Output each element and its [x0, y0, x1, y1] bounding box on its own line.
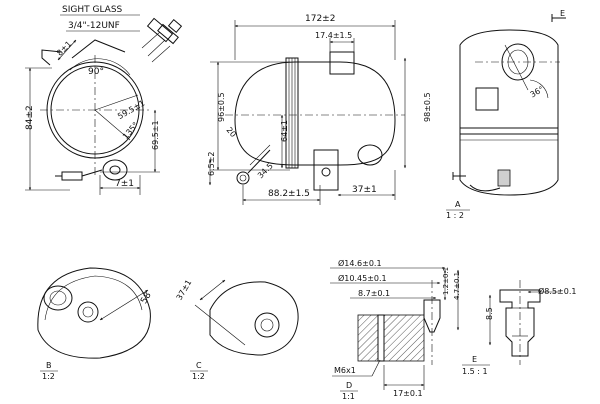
sight-glass-label: SIGHT GLASS [62, 5, 123, 15]
dim-1-2: 1.2±0.1 [442, 267, 450, 295]
top-port-icon [329, 51, 355, 75]
port-b-icon [43, 285, 73, 311]
dim-20: 20 [224, 126, 237, 140]
label-e: E [472, 355, 477, 364]
dim-4-7: 4.7±0.1 [453, 272, 461, 300]
dim-17-d: 17±0.1 [393, 389, 423, 398]
dim-96: 96±0.5 [217, 92, 226, 122]
dim-37-c: 37±1 [175, 278, 194, 302]
port-right-icon [475, 87, 499, 111]
angle-arc-90 [69, 58, 131, 76]
label-b: B [46, 361, 52, 370]
dim-17-4: 17.4±1.5 [315, 31, 352, 40]
view-c: 37±1 C 1:2 [175, 278, 299, 381]
side-fitting-icon [357, 144, 383, 166]
tank-outline-c [209, 281, 299, 356]
dim-69: 69.5±1 [151, 120, 160, 150]
dim-88: 88.2±1.5 [268, 189, 310, 199]
pipe-end-icon [236, 171, 250, 185]
bottom-port-icon [313, 149, 339, 191]
dim-6-5: 6.5±2 [207, 151, 216, 176]
thread-m6: M6x1 [334, 366, 356, 375]
dim-8: 8±1 [55, 39, 73, 57]
fitting-e-icon [499, 289, 541, 357]
section-left-d [357, 314, 379, 362]
dim-7: 7±1 [115, 179, 134, 189]
thread-label: 3/4"-12UNF [68, 21, 120, 31]
dim-8-5: 8.5 [485, 307, 494, 320]
scale-c: 1:2 [192, 372, 205, 381]
tank-outline-b [37, 267, 151, 359]
top-leader [71, 39, 126, 59]
scale-a: 1 : 2 [446, 211, 464, 220]
scale-b: 1:2 [42, 372, 55, 381]
label-e-arrow: E [560, 9, 565, 18]
outlet-right-icon [497, 169, 511, 187]
side-view: 172±2 17.4±1.5 96±0.5 98±0.5 64±1 20 6.5… [207, 14, 432, 205]
dim-8-7: 8.7±0.1 [358, 289, 390, 298]
dim-64: 64±1 [280, 120, 289, 142]
view-b: 58 B 1:2 [37, 267, 154, 381]
dim-8-5-dia: Ø8.5±0.1 [538, 286, 576, 296]
bottom-fitting-icon [55, 159, 128, 181]
inlet-pipe-icon [41, 49, 63, 66]
dim-37: 37±1 [352, 185, 377, 195]
label-a: A [455, 200, 461, 209]
port-c-icon [254, 312, 280, 338]
view-e: Ø8.5±0.1 8.5 E 1.5 : 1 [462, 280, 576, 376]
dim-14-6: Ø14.6±0.1 [338, 258, 382, 268]
sight-glass-icon [141, 17, 183, 63]
dim-10-45: Ø10.45±0.1 [338, 273, 387, 283]
right-view: E 36° A 1 : 2 [446, 9, 566, 220]
tank-outline-right [459, 29, 559, 196]
scale-e: 1.5 : 1 [462, 367, 488, 376]
dim-135: 135° [121, 120, 140, 141]
dim-58: 58 [139, 291, 154, 306]
front-view: SIGHT GLASS 3/4"-12UNF 8±1 90° 59.5±1 13… [25, 5, 183, 195]
scale-d: 1:1 [342, 392, 355, 400]
dim-90deg: 90° [88, 67, 104, 77]
tank-outline-side [234, 61, 396, 166]
label-d: D [346, 381, 352, 390]
label-c: C [196, 361, 202, 370]
bore-d-icon [423, 299, 441, 333]
dim-98: 98±0.5 [423, 92, 432, 122]
fitting-b-icon [77, 301, 99, 323]
dim-172: 172±2 [305, 14, 335, 24]
dim-84: 84±2 [25, 105, 35, 130]
dim-34-5: 34.5 [256, 161, 275, 180]
section-right-d [383, 314, 425, 362]
view-d: Ø14.6±0.1 Ø10.45±0.1 8.7±0.1 1.2±0.1 4.7… [330, 258, 461, 401]
